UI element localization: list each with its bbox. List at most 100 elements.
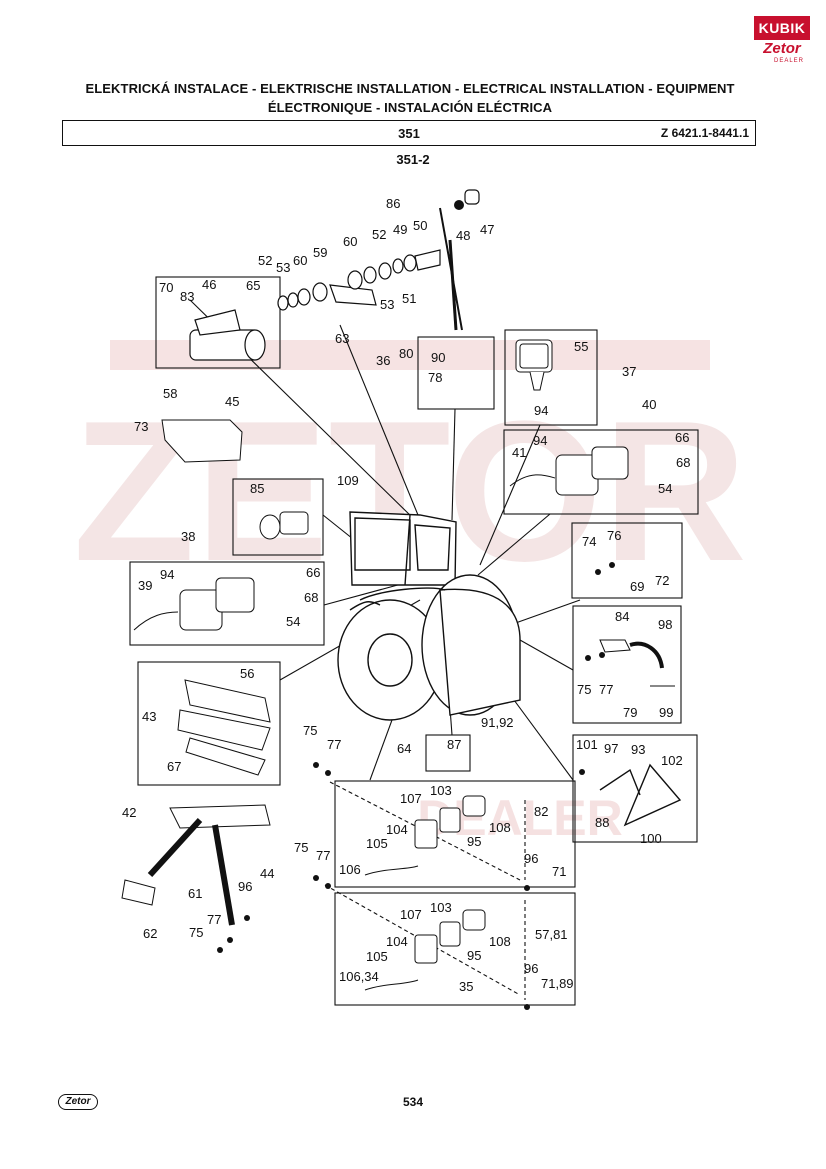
tractor-illustration (337, 511, 521, 721)
callout: 109 (337, 473, 359, 488)
front-lamp-box (129, 561, 325, 646)
callout: 75 (577, 682, 591, 697)
callout: 36 (376, 353, 390, 368)
callout: 69 (630, 579, 644, 594)
callout: 50 (413, 218, 427, 233)
callout: 96 (524, 961, 538, 976)
callout: 101 (576, 737, 598, 752)
work-lamp-box (504, 329, 598, 426)
callout: 75 (294, 840, 308, 855)
callout-labels: 70 83 46 65 45 52 53 60 59 60 52 49 50 5… (122, 196, 690, 994)
work-lamp-icon (515, 339, 553, 391)
callout: 48 (456, 228, 470, 243)
callout: 37 (622, 364, 636, 379)
callout: 106,34 (339, 969, 379, 984)
logo-brand-text: Zetor (763, 40, 801, 57)
plate-lamp-box (137, 661, 281, 786)
socket-box (232, 478, 324, 556)
callout: 60 (293, 253, 307, 268)
wiper-motor-box (155, 276, 281, 369)
kubik-zetor-logo: KUBIK Zetor DEALER (754, 16, 810, 70)
callout: 82 (534, 804, 548, 819)
callout: 64 (397, 741, 411, 756)
callout: 66 (675, 430, 689, 445)
callout: 51 (402, 291, 416, 306)
callout: 71,89 (541, 976, 574, 991)
callout: 106 (339, 862, 361, 877)
plug-box (572, 605, 682, 724)
title-line-2: ÉLECTRONIQUE - INSTALACIÓN ELÉCTRICA (267, 100, 553, 115)
callout: 58 (163, 386, 177, 401)
fastener-dots (217, 562, 615, 1010)
callout: 53 (380, 297, 394, 312)
callout: 66 (306, 565, 320, 580)
callout: 68 (676, 455, 690, 470)
motor-cover-icon (161, 419, 243, 463)
callout: 75 (303, 723, 317, 738)
callout: 39 (138, 578, 152, 593)
callout: 91,92 (481, 715, 514, 730)
callout: 83 (180, 289, 194, 304)
callout: 56 (240, 666, 254, 681)
callout: 105 (366, 836, 388, 851)
callout: 65 (246, 278, 260, 293)
callout: 86 (386, 196, 400, 211)
callout: 75 (189, 925, 203, 940)
lamp-bracket-icon (121, 804, 271, 926)
warning-triangle-icon (599, 763, 682, 827)
callout: 44 (260, 866, 274, 881)
callout: 87 (447, 737, 461, 752)
callout: 42 (122, 805, 136, 820)
callout: 104 (386, 822, 408, 837)
callout: 73 (134, 419, 148, 434)
callout: 93 (631, 742, 645, 757)
callout: 103 (430, 900, 452, 915)
callout: 107 (400, 791, 422, 806)
callout: 79 (623, 705, 637, 720)
fastener-box (571, 522, 683, 599)
cable-tie-box (425, 734, 471, 772)
section-bar: 351 Z 6421.1-8441.1 (62, 120, 756, 146)
callout: 68 (304, 590, 318, 605)
callout: 98 (658, 617, 672, 632)
triangle-box (572, 734, 698, 843)
washer-stack-icon (277, 249, 441, 311)
callout: 52 (258, 253, 272, 268)
callout: 63 (335, 331, 349, 346)
front-lamp-icon (133, 577, 255, 631)
logo-top-text: KUBIK (754, 16, 810, 40)
callout: 102 (661, 753, 683, 768)
page-number: 534 (402, 1095, 424, 1109)
socket-icon (259, 511, 309, 540)
callout: 40 (642, 397, 656, 412)
callout: 59 (313, 245, 327, 260)
callout: 95 (467, 834, 481, 849)
callout: 57,81 (535, 927, 568, 942)
callout: 100 (640, 831, 662, 846)
logo-sub-text: DEALER (773, 58, 804, 64)
callout: 67 (167, 759, 181, 774)
callout: 74 (582, 534, 596, 549)
callout: 80 (399, 346, 413, 361)
callout: 84 (615, 609, 629, 624)
model-reference: Z 6421.1-8441.1 (660, 126, 749, 140)
plug-icon (599, 639, 675, 687)
callout: 46 (202, 277, 216, 292)
callout: 76 (607, 528, 621, 543)
wiper-motor-icon (189, 309, 266, 361)
callout: 41 (512, 445, 526, 460)
callout: 61 (188, 886, 202, 901)
callout: 38 (181, 529, 195, 544)
callout: 94 (534, 403, 548, 418)
callout: 94 (533, 433, 547, 448)
wiper-arm-icon (439, 189, 480, 331)
callout: 108 (489, 934, 511, 949)
lamp-bracket-box-lower (334, 892, 576, 1006)
callout: 52 (372, 227, 386, 242)
callout: 103 (430, 783, 452, 798)
callout: 54 (658, 481, 672, 496)
bracket-lamp-lower-icon (364, 909, 486, 991)
callout: 78 (428, 370, 442, 385)
callout: 53 (276, 260, 290, 275)
